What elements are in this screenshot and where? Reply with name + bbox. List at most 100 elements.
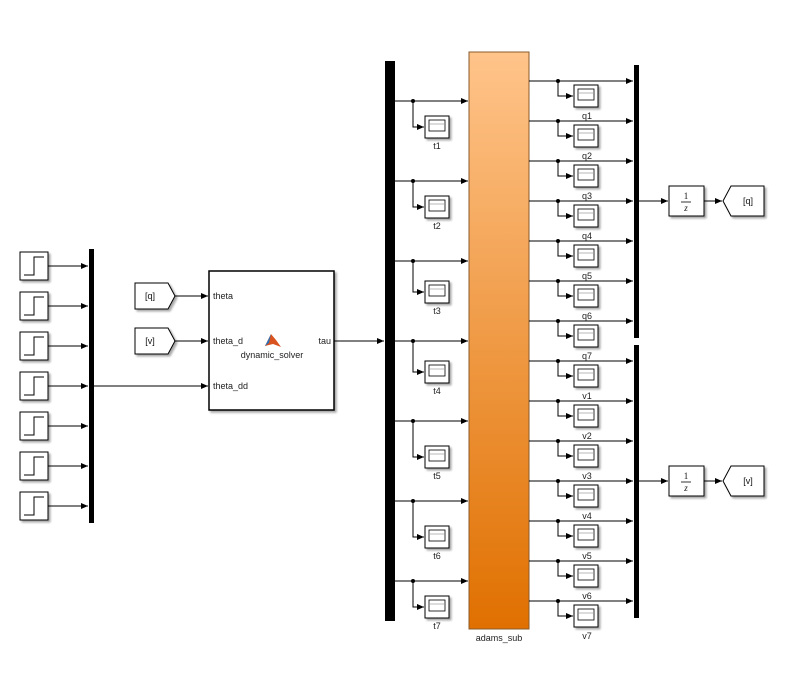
step-block-2[interactable] bbox=[19, 291, 49, 321]
goto-v-label: [v] bbox=[743, 476, 753, 486]
wire-tau-scope-2 bbox=[412, 181, 424, 210]
branch-point bbox=[556, 159, 560, 163]
scope-label-v5: v5 bbox=[582, 551, 592, 561]
scope-label-q2: q2 bbox=[582, 151, 592, 161]
wire-tau-scope-4 bbox=[412, 341, 424, 375]
wire-scope-q2 bbox=[557, 121, 573, 139]
port-theta: theta bbox=[213, 291, 233, 301]
scope-q6[interactable] bbox=[573, 284, 599, 308]
scope-q2[interactable] bbox=[573, 124, 599, 148]
scope-label-t3: t3 bbox=[433, 306, 441, 316]
wire-scope-q5 bbox=[557, 241, 573, 259]
step-block-5[interactable] bbox=[19, 411, 49, 441]
branch-point bbox=[556, 279, 560, 283]
scope-t5[interactable] bbox=[424, 445, 450, 469]
adams-sub-block[interactable]: adams_sub bbox=[468, 51, 530, 643]
scope-label-t1: t1 bbox=[433, 141, 441, 151]
scope-label-q3: q3 bbox=[582, 191, 592, 201]
wire-scope-v4 bbox=[557, 481, 573, 499]
integrator-v-num: 1 bbox=[684, 471, 689, 481]
wire-tau-scope-1 bbox=[412, 101, 424, 130]
branch-point bbox=[556, 519, 560, 523]
branch-point bbox=[411, 579, 415, 583]
scope-t2[interactable] bbox=[424, 195, 450, 219]
scope-label-t4: t4 bbox=[433, 386, 441, 396]
step-block-7[interactable] bbox=[19, 491, 49, 521]
scope-t4[interactable] bbox=[424, 360, 450, 384]
from-block-v[interactable]: [v] bbox=[134, 327, 176, 355]
scope-v5[interactable] bbox=[573, 524, 599, 548]
input-mux[interactable] bbox=[89, 249, 94, 523]
step-block-6[interactable] bbox=[19, 451, 49, 481]
q-mux[interactable] bbox=[634, 65, 639, 338]
scope-v1[interactable] bbox=[573, 364, 599, 388]
scope-v4[interactable] bbox=[573, 484, 599, 508]
wire-tau-scope-3 bbox=[412, 261, 424, 295]
scope-label-v4: v4 bbox=[582, 511, 592, 521]
scope-t3[interactable] bbox=[424, 280, 450, 304]
wire-scope-v7 bbox=[557, 601, 573, 619]
scope-label-q6: q6 bbox=[582, 311, 592, 321]
integrator-q[interactable]: 1 z bbox=[668, 185, 705, 217]
v-mux[interactable] bbox=[634, 345, 639, 618]
scope-v7[interactable] bbox=[573, 604, 599, 628]
branch-point bbox=[411, 179, 415, 183]
branch-point bbox=[411, 499, 415, 503]
scope-v6[interactable] bbox=[573, 564, 599, 588]
scope-label-q5: q5 bbox=[582, 271, 592, 281]
scope-label-t2: t2 bbox=[433, 221, 441, 231]
wire-scope-v2 bbox=[557, 401, 573, 419]
scope-label-t6: t6 bbox=[433, 551, 441, 561]
goto-block-q[interactable]: [q] bbox=[722, 185, 765, 217]
scope-label-v3: v3 bbox=[582, 471, 592, 481]
scope-q1[interactable] bbox=[573, 84, 599, 108]
scope-v3[interactable] bbox=[573, 444, 599, 468]
scope-label-v6: v6 bbox=[582, 591, 592, 601]
wire-scope-q1 bbox=[557, 81, 573, 99]
branch-point bbox=[411, 339, 415, 343]
branch-point bbox=[556, 359, 560, 363]
from-block-q[interactable]: [q] bbox=[134, 282, 176, 310]
scope-q7[interactable] bbox=[573, 324, 599, 348]
port-theta-dd: theta_dd bbox=[213, 381, 248, 391]
wire-scope-v6 bbox=[557, 561, 573, 579]
scope-v2[interactable] bbox=[573, 404, 599, 428]
scope-label-v1: v1 bbox=[582, 391, 592, 401]
scope-t7[interactable] bbox=[424, 595, 450, 619]
tau-demux[interactable] bbox=[385, 61, 395, 621]
step-block-1[interactable] bbox=[19, 251, 49, 281]
branch-point bbox=[556, 479, 560, 483]
wire-tau-scope-5 bbox=[412, 421, 424, 460]
dynamic-solver-block[interactable]: theta theta_d theta_dd tau dynamic_solve… bbox=[208, 270, 335, 411]
matlab-icon bbox=[265, 334, 281, 347]
branch-point bbox=[556, 119, 560, 123]
scope-label-v2: v2 bbox=[582, 431, 592, 441]
from-v-label: [v] bbox=[145, 336, 155, 346]
branch-point bbox=[556, 239, 560, 243]
scope-t1[interactable] bbox=[424, 115, 450, 139]
scope-q4[interactable] bbox=[573, 204, 599, 228]
step-block-3[interactable] bbox=[19, 331, 49, 361]
goto-block-v[interactable]: [v] bbox=[722, 465, 765, 497]
scope-q3[interactable] bbox=[573, 164, 599, 188]
integrator-v[interactable]: 1 z bbox=[668, 465, 705, 497]
integrator-q-den: z bbox=[683, 203, 688, 213]
branch-point bbox=[411, 419, 415, 423]
step-block-4[interactable] bbox=[19, 371, 49, 401]
wire-scope-v3 bbox=[557, 441, 573, 459]
wire-scope-v1 bbox=[557, 361, 573, 379]
scope-q5[interactable] bbox=[573, 244, 599, 268]
branch-point bbox=[556, 319, 560, 323]
dynamic-solver-title: dynamic_solver bbox=[241, 350, 304, 360]
wire-scope-q6 bbox=[557, 281, 573, 299]
wire-scope-q3 bbox=[557, 161, 573, 179]
integrator-q-num: 1 bbox=[684, 191, 689, 201]
branch-point bbox=[556, 399, 560, 403]
scope-t6[interactable] bbox=[424, 525, 450, 549]
port-tau: tau bbox=[318, 336, 331, 346]
integrator-v-den: z bbox=[683, 483, 688, 493]
wire-tau-scope-6 bbox=[412, 501, 424, 540]
